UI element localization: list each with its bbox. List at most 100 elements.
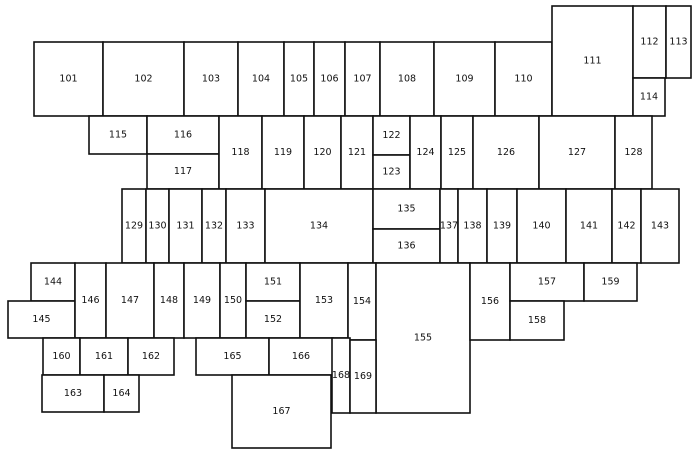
lot-134: 134 <box>264 188 374 264</box>
lot-122: 122 <box>372 115 411 156</box>
lot-164: 164 <box>103 374 140 413</box>
lot-number: 101 <box>59 74 77 85</box>
lot-120: 120 <box>303 115 342 190</box>
lot-106: 106 <box>313 41 346 117</box>
lot-119: 119 <box>261 115 305 190</box>
lot-145: 145 <box>7 300 76 339</box>
lot-number: 114 <box>640 92 658 103</box>
lot-number: 153 <box>315 295 333 306</box>
lot-118: 118 <box>218 115 263 190</box>
lot-124: 124 <box>409 115 442 190</box>
lot-number: 145 <box>32 314 50 325</box>
lot-number: 150 <box>224 295 242 306</box>
lot-number: 134 <box>310 221 328 232</box>
lot-boundary <box>218 115 263 190</box>
lot-number: 137 <box>440 221 458 232</box>
lot-number: 148 <box>160 295 178 306</box>
lot-141: 141 <box>565 188 613 264</box>
lot-boundary <box>372 154 411 190</box>
lot-number: 162 <box>142 351 160 362</box>
lot-number: 102 <box>134 74 152 85</box>
lot-152: 152 <box>245 300 301 339</box>
lot-number: 106 <box>320 74 338 85</box>
lot-132: 132 <box>201 188 227 264</box>
lot-number: 154 <box>353 296 371 307</box>
lot-126: 126 <box>472 115 540 190</box>
lot-number: 110 <box>514 74 532 85</box>
lot-number: 125 <box>448 147 466 158</box>
lot-boundary <box>105 262 155 339</box>
lot-155: 155 <box>375 262 471 414</box>
lot-131: 131 <box>168 188 203 264</box>
lot-number: 149 <box>193 295 211 306</box>
lot-boundary <box>103 374 140 413</box>
lot-number: 163 <box>64 388 82 399</box>
lot-boundary <box>127 337 175 376</box>
lot-boundary <box>494 41 553 117</box>
lot-111: 111 <box>551 5 634 117</box>
lot-boundary <box>509 300 565 341</box>
lot-161: 161 <box>79 337 129 376</box>
lot-140: 140 <box>516 188 567 264</box>
lot-boundary <box>146 153 220 190</box>
lot-146: 146 <box>74 262 107 339</box>
lot-number: 158 <box>528 315 546 326</box>
lot-number: 105 <box>290 74 308 85</box>
lot-137: 137 <box>439 188 459 264</box>
lot-number: 126 <box>497 147 515 158</box>
lot-143: 143 <box>640 188 680 264</box>
lot-113: 113 <box>665 5 692 79</box>
lot-159: 159 <box>583 262 638 302</box>
lot-number: 135 <box>397 204 415 215</box>
lot-103: 103 <box>183 41 239 117</box>
lot-number: 156 <box>481 296 499 307</box>
lot-number: 139 <box>493 221 511 232</box>
lot-number: 166 <box>292 351 310 362</box>
lot-boundary <box>457 188 488 264</box>
lot-boundary <box>516 188 567 264</box>
lot-boundary <box>231 374 332 449</box>
lot-number: 107 <box>353 74 371 85</box>
lot-number: 121 <box>348 147 366 158</box>
lot-102: 102 <box>102 41 185 117</box>
lot-boundary <box>349 339 377 414</box>
lot-boundary <box>146 115 220 155</box>
lot-136: 136 <box>372 228 441 264</box>
lot-boundary <box>183 262 221 339</box>
lot-number: 103 <box>202 74 220 85</box>
lot-boundary <box>168 188 203 264</box>
lot-153: 153 <box>299 262 349 339</box>
lot-number: 161 <box>95 351 113 362</box>
lot-169: 169 <box>349 339 377 414</box>
lot-168: 168 <box>331 337 351 414</box>
lot-number: 165 <box>223 351 241 362</box>
lot-boundary <box>42 337 81 376</box>
lot-135: 135 <box>372 188 441 230</box>
lot-138: 138 <box>457 188 488 264</box>
lot-167: 167 <box>231 374 332 449</box>
lot-boundary <box>41 374 105 413</box>
lot-number: 147 <box>121 295 139 306</box>
lot-boundary <box>340 115 374 190</box>
lot-number: 152 <box>264 314 282 325</box>
lot-boundary <box>665 5 692 79</box>
lot-107: 107 <box>344 41 381 117</box>
lot-number: 115 <box>109 130 127 141</box>
lot-110: 110 <box>494 41 553 117</box>
lot-number: 120 <box>313 147 331 158</box>
lot-number: 138 <box>463 221 481 232</box>
lot-number: 140 <box>532 221 550 232</box>
lot-number: 113 <box>669 37 687 48</box>
lot-128: 128 <box>614 115 653 190</box>
lot-162: 162 <box>127 337 175 376</box>
lot-number: 123 <box>382 167 400 178</box>
lot-139: 139 <box>486 188 518 264</box>
lot-number: 104 <box>252 74 270 85</box>
lot-boundary <box>261 115 305 190</box>
lot-142: 142 <box>611 188 642 264</box>
lot-158: 158 <box>509 300 565 341</box>
lot-129: 129 <box>121 188 147 264</box>
lot-123: 123 <box>372 154 411 190</box>
lot-boundary <box>632 5 667 79</box>
